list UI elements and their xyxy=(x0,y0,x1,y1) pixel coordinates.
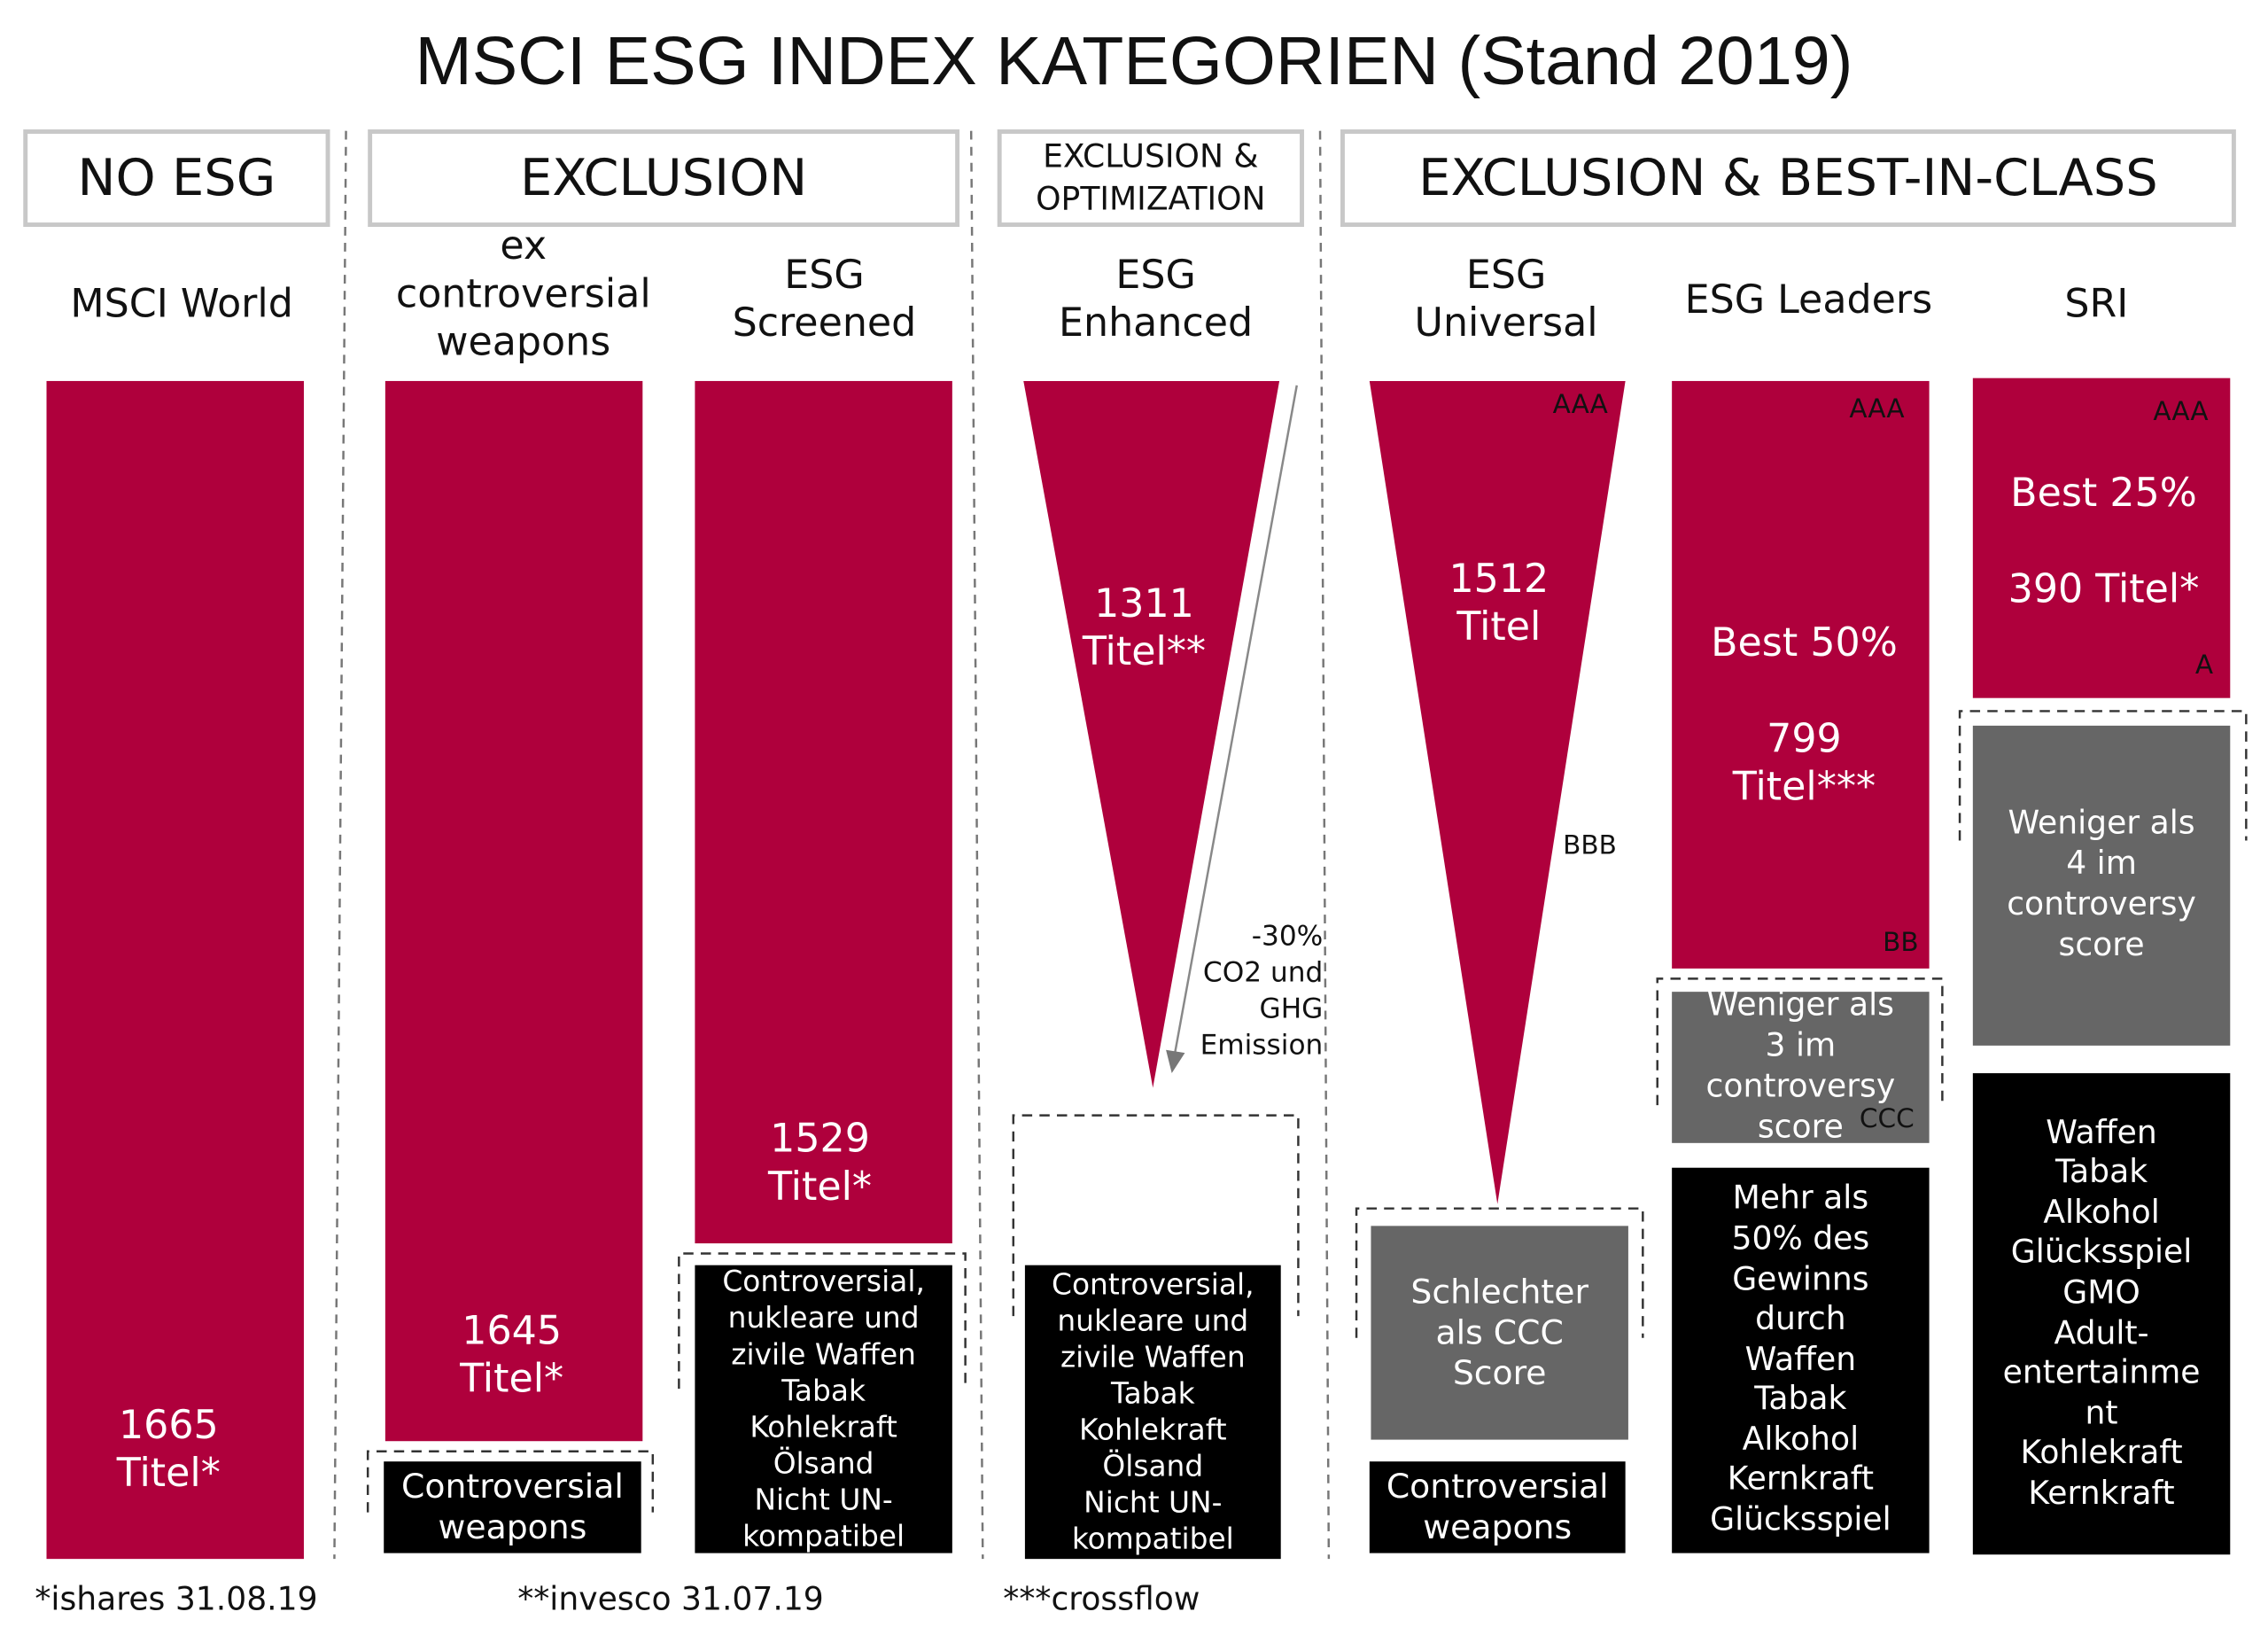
rating-aaa: AAA xyxy=(1849,393,1905,425)
sri-excluded-box: Waffen Tabak Alkohol Glücksspiel GMO Adu… xyxy=(1972,1073,2231,1555)
page-title: MSCI ESG INDEX KATEGORIEN (Stand 2019) xyxy=(415,21,1853,99)
esg-leaders-bar xyxy=(1672,380,1930,969)
arrow-head-icon xyxy=(1166,1049,1185,1074)
category-exclusion-best-in-class: EXCLUSION & BEST-IN-CLASS xyxy=(1340,129,2236,227)
esg-leaders-excluded-box: Mehr als 50% des Gewinns durch Waffen Ta… xyxy=(1672,1167,1930,1553)
index-name-esg-enhanced: ESG Enhanced xyxy=(1059,253,1254,346)
category-exclusion: EXCLUSION xyxy=(368,129,960,227)
esg-screened-excluded-box: Controversial, nukleare und zivile Waffe… xyxy=(695,1264,952,1553)
index-name-sri: SRI xyxy=(2064,282,2129,328)
sri-bar xyxy=(1972,378,2231,698)
index-name-esg-leaders: ESG Leaders xyxy=(1684,277,1933,323)
index-name-esg-universal: ESG Universal xyxy=(1414,253,1598,346)
dashed-exclusion-frame xyxy=(1958,710,2248,841)
sri-best: Best 25% xyxy=(2010,471,2197,517)
rating-bbb: BBB xyxy=(1563,830,1617,861)
dashed-exclusion-frame xyxy=(1012,1114,1300,1317)
dashed-exclusion-frame xyxy=(1656,977,1944,1106)
esg-leaders-controversy-box: Weniger als 3 im controversy score xyxy=(1672,987,1930,1146)
esg-enhanced-triangle xyxy=(1023,380,1280,1088)
rating-a: A xyxy=(2194,650,2214,681)
esg-enhanced-excluded-box: Controversial, nukleare und zivile Waffe… xyxy=(1024,1265,1281,1560)
esg-leaders-count: 799 Titel*** xyxy=(1732,717,1876,811)
esg-universal-controversy-box: Schlechter als CCC Score xyxy=(1371,1226,1628,1440)
index-name-msci-world: MSCI World xyxy=(70,282,293,328)
footnote-ishares: *ishares 31.08.19 xyxy=(35,1582,318,1619)
dashed-exclusion-frame xyxy=(678,1252,967,1390)
emission-reduction-arrow xyxy=(1173,385,1298,1055)
esg-universal-triangle xyxy=(1369,380,1626,1204)
separator-line xyxy=(1318,130,1331,1560)
separator-line xyxy=(969,130,984,1560)
sri-count: 390 Titel* xyxy=(2008,566,2200,612)
index-name-esg-screened: ESG Screened xyxy=(732,253,917,346)
separator-line xyxy=(333,130,347,1560)
sri-controversy-box: Weniger als 4 im controversy score xyxy=(1972,725,2231,1046)
esg-universal-excluded-box: Controversial weapons xyxy=(1369,1461,1626,1553)
esg-enhanced-count: 1311 Titel** xyxy=(1082,581,1207,675)
esg-leaders-best: Best 50% xyxy=(1711,620,1898,666)
esg-screened-count: 1529 Titel* xyxy=(767,1117,873,1211)
rating-bb: BB xyxy=(1883,927,1919,959)
rating-aaa: AAA xyxy=(1552,389,1608,421)
msci-world-bar xyxy=(46,380,304,1560)
esg-screened-bar xyxy=(695,380,952,1244)
ex-cw-count: 1645 Titel* xyxy=(460,1308,564,1402)
ex-cw-excluded-box: Controversial weapons xyxy=(384,1461,641,1553)
emission-reduction-note: -30% CO2 und GHG Emission xyxy=(1200,920,1324,1062)
msci-world-count: 1665 Titel* xyxy=(116,1403,221,1497)
dashed-exclusion-frame xyxy=(1355,1207,1644,1338)
footnote-crossflow: ***crossflow xyxy=(1003,1582,1200,1619)
category-no-esg: NO ESG xyxy=(23,129,330,227)
rating-ccc: CCC xyxy=(1859,1103,1915,1134)
ex-cw-bar xyxy=(384,380,643,1442)
category-exclusion-optimization: EXCLUSION & OPTIMIZATION xyxy=(997,129,1304,227)
esg-universal-count: 1512 Titel xyxy=(1449,557,1550,650)
footnote-invesco: **invesco 31.07.19 xyxy=(517,1582,824,1619)
rating-aaa: AAA xyxy=(2153,396,2209,428)
index-name-ex-controversial-weapons: ex controversial weapons xyxy=(395,223,651,365)
